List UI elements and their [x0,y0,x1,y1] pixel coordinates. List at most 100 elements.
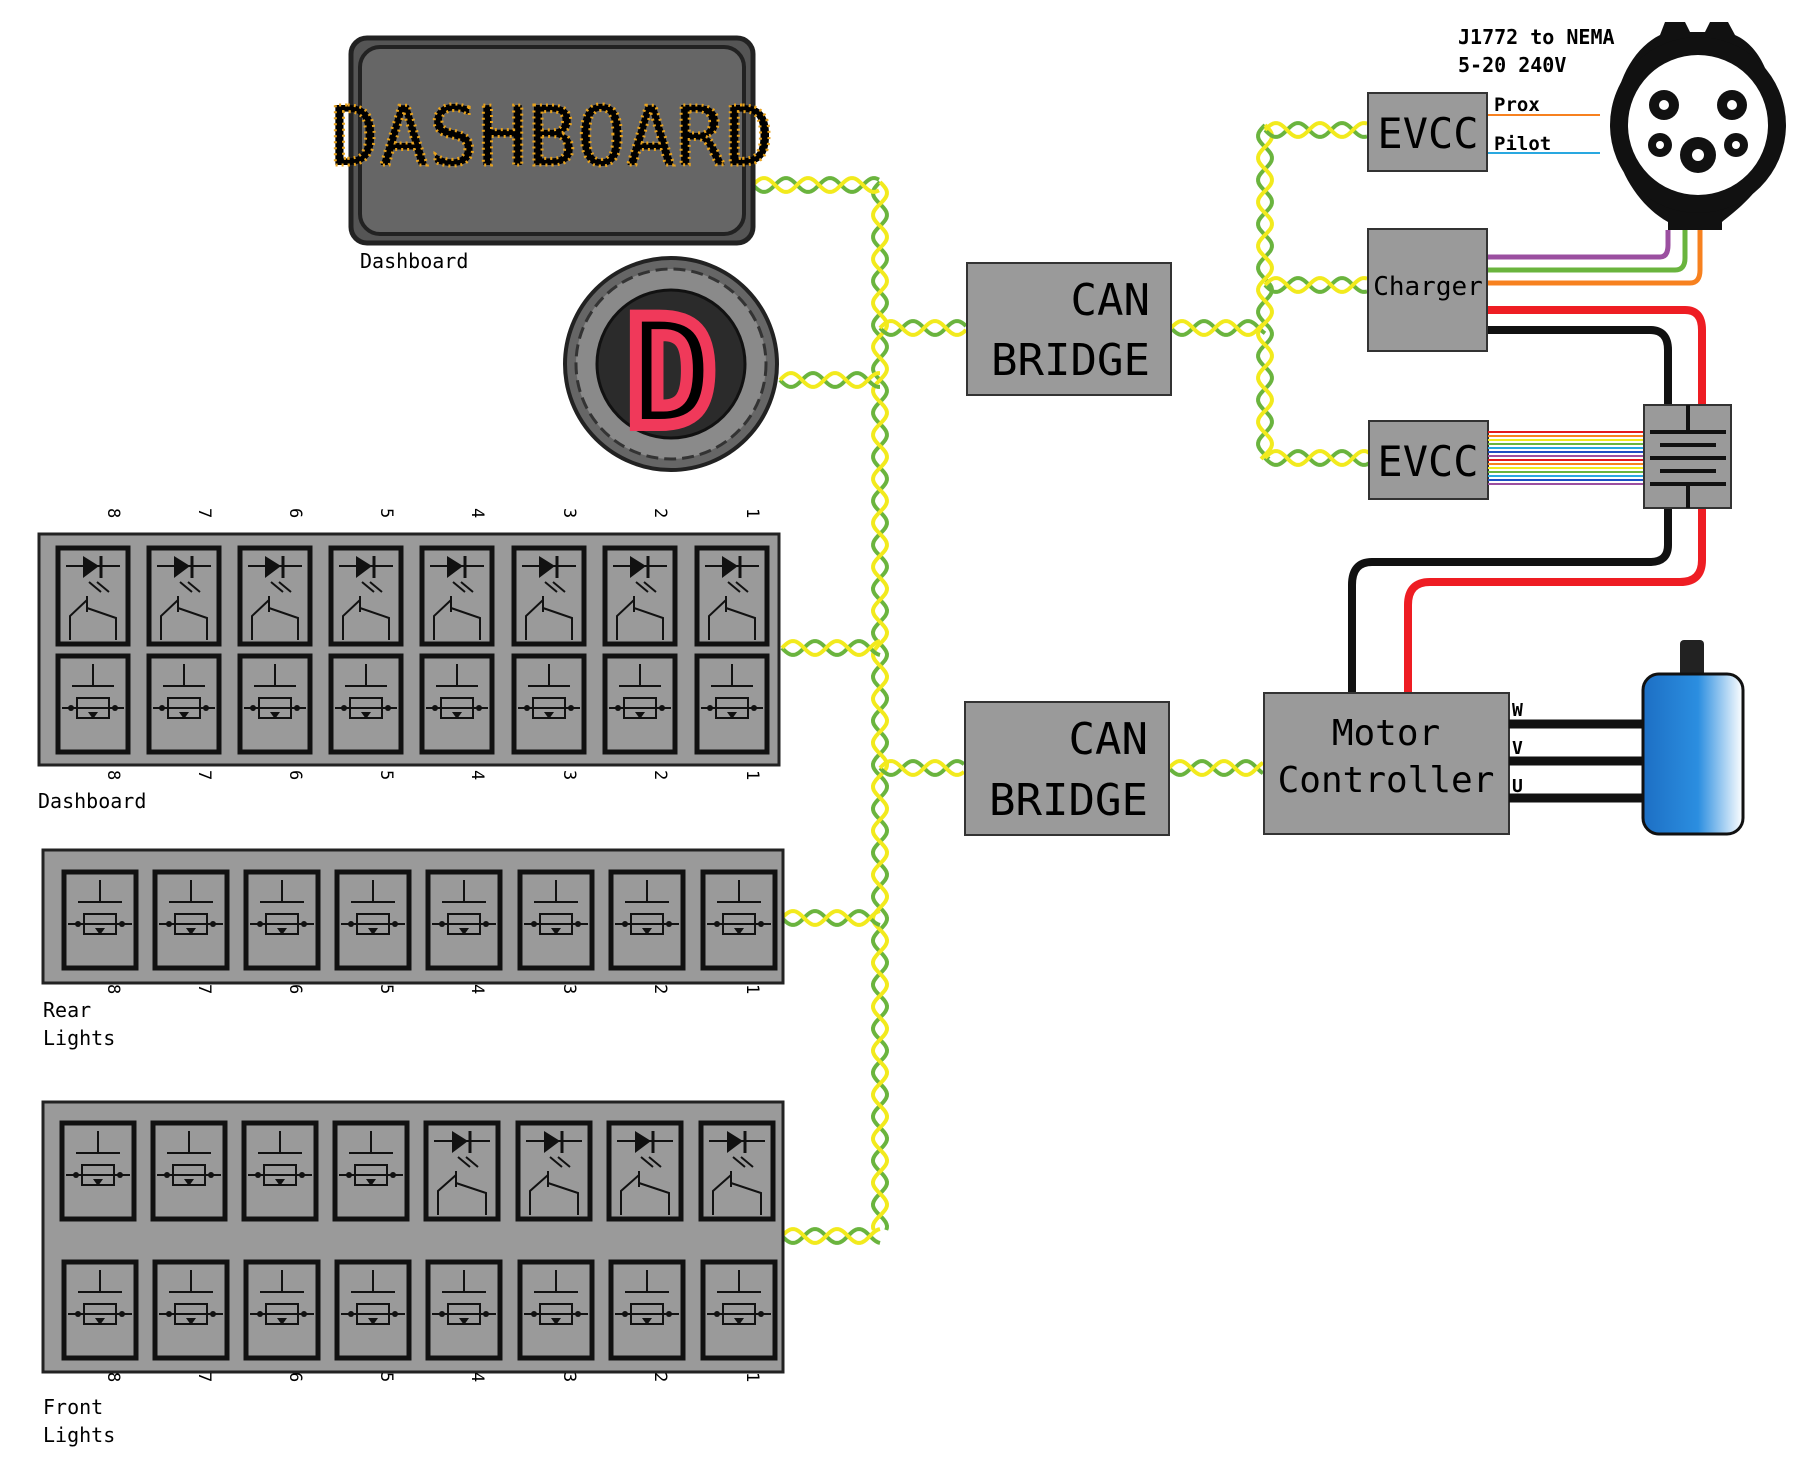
channel-number-label: 1 [742,1372,762,1382]
dashboard-display: DASHBOARD [328,35,776,246]
phase-label-v: V [1512,738,1523,759]
module-rear-caption-line1: Rear [43,998,91,1022]
channel-number-label: 3 [559,984,579,994]
channel-number-label: 3 [559,770,579,780]
can-trunk-wire [870,180,890,1231]
mosfet-driver-icon [608,1259,686,1361]
mosfet-driver-icon [328,653,404,755]
orange-wire [1487,230,1703,286]
red-wire-charger [1487,306,1706,405]
contactor-block [1643,404,1732,509]
channel-number-label: 5 [376,508,396,518]
channel-number-label: 4 [467,770,487,780]
can-right-trunk-wire [1256,123,1274,461]
channel-number-label: 5 [376,984,396,994]
black-wire-charger [1487,326,1672,405]
connector-title-line2: 5-20 240V [1458,53,1566,77]
mosfet-driver-icon [61,1259,139,1361]
channel-number-label: 2 [650,984,670,994]
module-dashboard-caption: Dashboard [38,789,146,813]
evcc-bottom: EVCC [1368,420,1489,500]
rainbow-ribbon-cable [1488,431,1644,485]
channel-number-label: 7 [194,508,214,518]
front-lights-io-module [41,1100,785,1374]
can-wires [751,121,1370,1245]
can-bridge-top-line2: BRIDGE [991,335,1150,386]
channel-number-label: 1 [742,770,762,780]
evcc-top-label: EVCC [1377,109,1478,158]
channel-number-label: 5 [376,1372,396,1382]
power-wires [1348,114,1706,693]
gear-digit: D [626,287,716,461]
channel-number-label: 8 [103,1372,123,1382]
can-wire-rear-module [780,909,881,927]
can-wire-bridge-bottom [878,759,966,777]
module-front-caption-line2: Lights [43,1423,115,1447]
can-wire-motor-controller [1167,759,1265,777]
black-wire-motor [1348,508,1672,693]
channel-number-label: 6 [285,984,305,994]
motor-controller-line2: Controller [1278,760,1495,801]
phase-label-u: U [1512,776,1523,797]
channel-number-label: 4 [467,508,487,518]
can-wire-bridge-top [878,319,968,337]
can-wire-dashboard-module [780,639,881,657]
rear-lights-io-module [41,848,785,985]
channel-number-label: 2 [650,1372,670,1382]
mosfet-driver-icon [334,869,412,971]
evcc-bottom-label: EVCC [1377,437,1478,486]
can-bridge-bottom: CAN BRIDGE [964,701,1170,836]
can-wire-gear-indicator [778,371,880,389]
channel-number-label: 2 [650,770,670,780]
channel-number-label: 3 [559,508,579,518]
channel-number-label: 1 [742,984,762,994]
channel-number-label: 6 [285,770,305,780]
gear-indicator: D [563,256,779,472]
mosfet-driver-icon [152,1259,230,1361]
can-bridge-top: CAN BRIDGE [966,262,1172,396]
mosfet-driver-icon [511,653,587,755]
dashboard-caption: Dashboard [360,249,468,273]
channel-number-label: 8 [103,770,123,780]
can-wire-front-module [780,1227,881,1245]
can-bridge-bottom-line2: BRIDGE [989,775,1148,826]
channel-number-label: 2 [650,508,670,518]
evcc-top: EVCC [1367,92,1488,172]
prox-label: Prox [1494,94,1540,116]
channel-number-label: 8 [103,508,123,518]
can-wire-bridge-right [1169,319,1267,337]
charger: Charger [1367,228,1488,352]
channel-number-label: 6 [285,1372,305,1382]
channel-number-label: 4 [467,984,487,994]
dashboard-screen-text: DASHBOARD [330,90,774,185]
green-wire [1487,230,1688,273]
can-wire-dashboard-display [751,176,880,194]
mosfet-driver-icon [146,653,222,755]
motor-controller-line1: Motor [1332,713,1440,754]
channel-number-label: 1 [742,508,762,518]
connector-title-line1: J1772 to NEMA [1458,25,1615,49]
motor-controller: Motor Controller W V U [1263,692,1645,835]
can-wire-charger [1263,276,1368,294]
pilot-label: Pilot [1494,133,1551,155]
can-bridge-bottom-line1: CAN [1069,714,1148,765]
channel-number-label: 8 [103,984,123,994]
dashboard-io-module [37,532,781,767]
channel-number-label: 5 [376,770,396,780]
can-wire-evcc-bottom [1263,449,1370,467]
purple-wire [1487,230,1671,260]
charger-label: Charger [1373,272,1483,302]
module-front-caption-line1: Front [43,1395,103,1419]
can-bridge-top-line1: CAN [1071,275,1150,326]
j1772-connector [1610,22,1786,230]
red-wire-motor [1404,508,1706,693]
motor [1641,640,1745,836]
channel-number-label: 4 [467,1372,487,1382]
channel-number-label: 7 [194,770,214,780]
phase-label-w: W [1512,700,1523,721]
mosfet-driver-icon [425,1259,503,1361]
channel-number-label: 7 [194,984,214,994]
channel-number-label: 7 [194,1372,214,1382]
